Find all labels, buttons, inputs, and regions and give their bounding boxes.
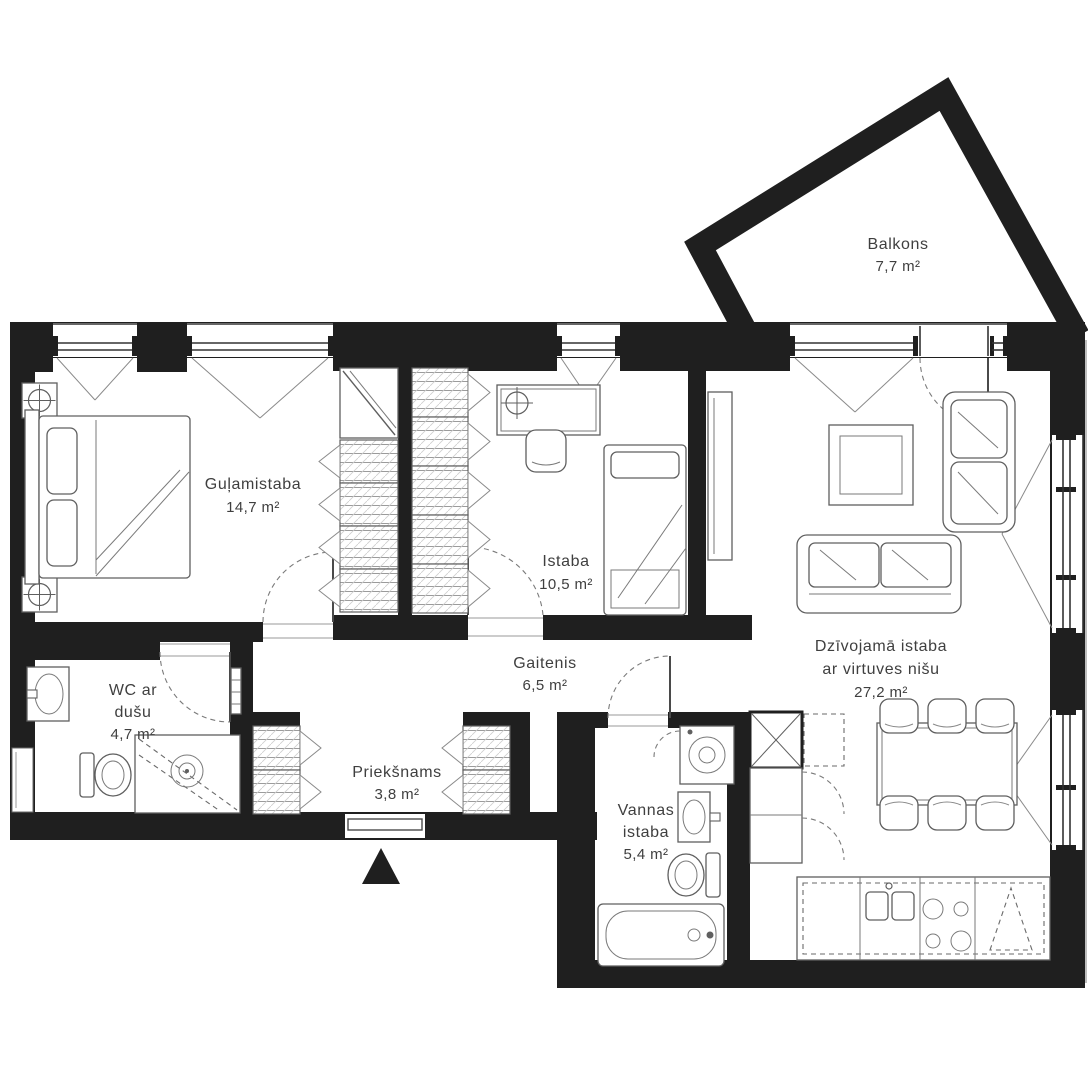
living-furniture — [707, 391, 1016, 614]
wc-toilet — [79, 752, 132, 798]
dining-set — [876, 698, 1018, 831]
svg-text:27,2 m²: 27,2 m² — [854, 684, 908, 701]
room-label-balcony: Balkons 7,7 m² — [867, 236, 928, 275]
svg-text:14,7 m²: 14,7 m² — [226, 499, 280, 516]
room-labels: Balkons 7,7 m² Guļamistaba 14,7 m² Istab… — [109, 236, 947, 863]
shelf — [707, 391, 733, 561]
entrance-door — [345, 814, 425, 884]
balcony-wall — [684, 77, 1088, 342]
svg-text:istaba: istaba — [623, 824, 669, 841]
svg-text:Istaba: Istaba — [542, 553, 589, 570]
room-label-living: Dzīvojamā istaba ar virtuves nišu 27,2 m… — [815, 638, 947, 701]
bedroom-furniture — [21, 367, 399, 613]
doors — [159, 546, 671, 884]
bathroom-fixtures — [597, 725, 735, 967]
double-bed — [24, 409, 191, 585]
svg-text:dušu: dušu — [114, 704, 151, 721]
desk-chair — [525, 429, 567, 473]
wardrobe-hall — [411, 367, 491, 614]
lounge-chair — [942, 391, 1016, 533]
svg-text:Guļamistaba: Guļamistaba — [205, 476, 301, 493]
svg-text:Dzīvojamā istaba: Dzīvojamā istaba — [815, 638, 947, 655]
svg-text:WC ar: WC ar — [109, 682, 157, 699]
stove — [922, 898, 972, 952]
window-living-2 — [1005, 710, 1084, 850]
upper-cabinet — [803, 713, 845, 767]
desk — [496, 384, 601, 436]
kitchen-counter — [796, 876, 1051, 961]
bedroom-door — [262, 551, 334, 639]
room-label-entry: Priekšnams 3,8 m² — [352, 764, 442, 803]
windows — [53, 323, 1084, 850]
window-bedroom-1 — [53, 323, 137, 401]
sofa — [796, 534, 962, 614]
window-living-1 — [1001, 435, 1084, 633]
room-label-bathroom: Vannas istaba 5,4 m² — [618, 802, 675, 863]
bathtub — [597, 903, 725, 967]
room-label-hallway: Gaitenis 6,5 m² — [513, 655, 577, 694]
shower — [134, 734, 241, 814]
room-label-istaba: Istaba 10,5 m² — [539, 553, 593, 593]
vent-shaft — [748, 710, 804, 770]
svg-text:Vannas: Vannas — [618, 802, 675, 819]
single-bed — [603, 444, 687, 616]
bathroom-door — [607, 655, 671, 727]
svg-text:4,7 m²: 4,7 m² — [111, 726, 156, 743]
entrance-marker — [362, 848, 400, 884]
window-istaba — [557, 323, 620, 399]
svg-text:3,8 m²: 3,8 m² — [375, 786, 420, 803]
room-label-wc: WC ar dušu 4,7 m² — [109, 682, 157, 743]
svg-text:Priekšnams: Priekšnams — [352, 764, 442, 781]
square-table — [828, 424, 914, 506]
window-balcony-door — [790, 323, 1007, 427]
svg-text:ar virtuves nišu: ar virtuves nišu — [822, 661, 939, 678]
washing-machine — [653, 725, 735, 785]
svg-text:7,7 m²: 7,7 m² — [876, 258, 921, 275]
svg-text:6,5 m²: 6,5 m² — [523, 677, 568, 694]
svg-text:10,5 m²: 10,5 m² — [539, 576, 593, 593]
wardrobe-bedroom — [318, 367, 399, 613]
svg-text:Balkons: Balkons — [867, 236, 928, 253]
wc-door — [159, 643, 231, 723]
tall-cabinet — [749, 767, 845, 864]
kitchen-dining — [748, 698, 1051, 961]
istaba-furniture — [496, 384, 687, 616]
svg-text:Gaitenis: Gaitenis — [513, 655, 577, 672]
bathroom-sink — [677, 791, 721, 843]
bathroom-toilet — [667, 852, 721, 898]
towel-radiator — [230, 667, 242, 715]
kitchen-sink — [865, 882, 915, 921]
window-bedroom-2 — [187, 323, 333, 419]
dining-table — [876, 722, 1018, 806]
room-label-bedroom: Guļamistaba 14,7 m² — [205, 476, 301, 516]
wc-sink — [26, 666, 70, 722]
svg-text:5,4 m²: 5,4 m² — [624, 846, 669, 863]
wc-fixtures — [26, 666, 242, 814]
